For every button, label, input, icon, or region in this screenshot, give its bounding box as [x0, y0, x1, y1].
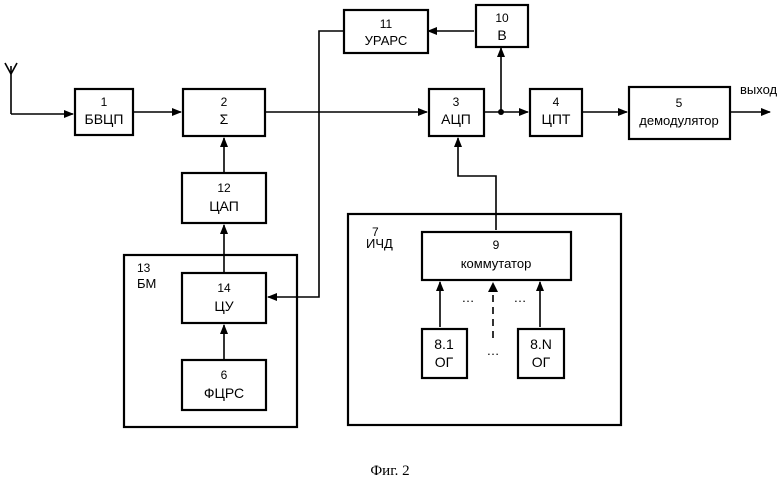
- block-8-1: 8.1 ОГ: [422, 329, 467, 378]
- block-8-1-number: 8.1: [434, 336, 454, 352]
- block-3-number: 3: [453, 95, 460, 109]
- container-13-number: 13: [137, 261, 151, 275]
- block-4-number: 4: [553, 95, 560, 109]
- block-1: 1 БВЦП: [75, 89, 133, 135]
- container-13-label: БМ: [137, 276, 156, 291]
- block-4-label: ЦПТ: [542, 111, 571, 127]
- block-8-1-label: ОГ: [435, 354, 454, 370]
- block-5-label: демодулятор: [639, 113, 718, 128]
- block-2-label: Σ: [220, 111, 229, 127]
- block-5: 5 демодулятор: [629, 87, 730, 139]
- block-5-number: 5: [676, 96, 683, 110]
- block-2-number: 2: [221, 95, 228, 109]
- block-14: 14 ЦУ: [182, 273, 266, 323]
- block-4: 4 ЦПТ: [530, 89, 582, 136]
- arrow-9-to-3: [458, 138, 496, 230]
- container-7-label: ИЧД: [366, 236, 393, 251]
- block-9: 9 коммутатор: [422, 232, 571, 280]
- ellipsis-bottom: …: [487, 343, 500, 358]
- block-8-N-number: 8.N: [530, 336, 552, 352]
- block-6-number: 6: [221, 368, 228, 382]
- block-12-label: ЦАП: [209, 198, 239, 214]
- block-12: 12 ЦАП: [182, 173, 266, 223]
- block-12-number: 12: [217, 181, 231, 195]
- block-10-label: В: [497, 27, 506, 43]
- block-14-number: 14: [217, 281, 231, 295]
- block-3-label: АЦП: [441, 111, 471, 127]
- output-label: выход: [740, 82, 778, 97]
- arrow-11-to-14: [268, 31, 344, 297]
- block-1-label: БВЦП: [85, 111, 124, 127]
- block-1-number: 1: [101, 95, 108, 109]
- block-8-N-label: ОГ: [532, 354, 551, 370]
- block-11: 11 УРАРС: [344, 10, 428, 53]
- figure-caption: Фиг. 2: [370, 463, 409, 479]
- block-10: 10 В: [476, 5, 528, 47]
- block-11-label: УРАРС: [365, 33, 408, 48]
- block-6-label: ФЦРС: [204, 385, 244, 401]
- ellipsis-right: …: [514, 290, 527, 305]
- ellipsis-left: …: [462, 290, 475, 305]
- block-14-label: ЦУ: [214, 298, 233, 314]
- block-10-number: 10: [495, 11, 509, 25]
- block-3: 3 АЦП: [429, 89, 484, 136]
- block-9-label: коммутатор: [461, 256, 532, 271]
- block-11-number: 11: [380, 17, 393, 31]
- antenna-icon: [5, 63, 17, 114]
- block-9-number: 9: [493, 238, 500, 252]
- block-6: 6 ФЦРС: [182, 360, 266, 410]
- block-8-N: 8.N ОГ: [518, 329, 564, 378]
- dashed-arrowhead: [488, 282, 498, 292]
- block-2: 2 Σ: [183, 89, 265, 136]
